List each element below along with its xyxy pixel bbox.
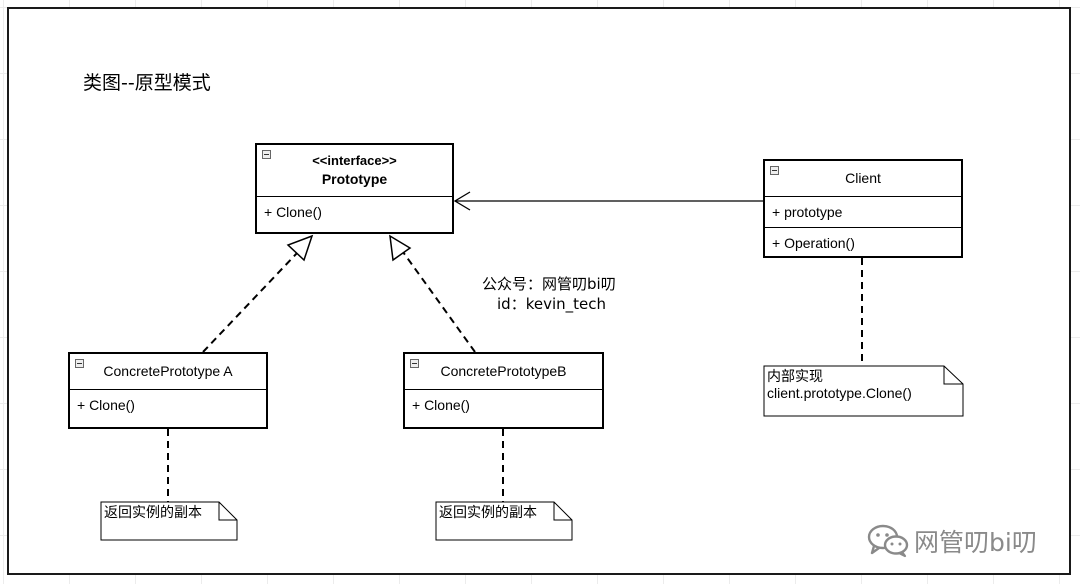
class-name: ConcretePrototype A (103, 363, 233, 379)
operation: + Clone() (264, 204, 322, 220)
credit-line-1: 公众号：网管叨bi叨 (482, 275, 616, 293)
note-line: 内部实现 (767, 369, 823, 385)
class-concrete-prototype-b[interactable]: ConcretePrototypeB + Clone() (403, 352, 604, 429)
attribute: + prototype (772, 204, 843, 220)
class-prototype[interactable]: <<interface>> Prototype + Clone() (255, 143, 454, 234)
association-arrowhead (453, 191, 471, 211)
diagram-frame (7, 7, 1071, 575)
diagram-title: 类图--原型模式 (83, 72, 211, 94)
class-name: Client (845, 170, 881, 186)
note-a: 返回实例的副本 (104, 505, 202, 521)
realization-arrowhead-b (389, 234, 412, 262)
interface-stereotype: <<interface>> (312, 153, 397, 168)
note-client: 内部实现 client.prototype.Clone() (767, 369, 912, 401)
note-shape-client (763, 365, 964, 417)
note-shape-b (435, 501, 573, 541)
class-name: Prototype (321, 171, 388, 187)
note-line: client.prototype.Clone() (767, 385, 912, 401)
collapse-icon[interactable] (262, 150, 271, 159)
collapse-icon[interactable] (770, 166, 779, 175)
operation: + Operation() (765, 227, 961, 258)
collapse-icon[interactable] (410, 359, 419, 368)
operation: + Clone() (412, 397, 470, 413)
class-concrete-prototype-a[interactable]: ConcretePrototype A + Clone() (68, 352, 268, 429)
realization-line-a (202, 251, 299, 353)
realization-line-b (402, 251, 476, 353)
realization-arrowhead-a (286, 234, 314, 262)
note-b: 返回实例的副本 (439, 505, 537, 521)
class-name: ConcretePrototypeB (440, 363, 567, 379)
collapse-icon[interactable] (75, 359, 84, 368)
note-shape-a (100, 501, 238, 541)
credit-line-2: id：kevin_tech (497, 295, 606, 313)
wechat-icon (867, 524, 909, 558)
watermark-text: 网管叨bi叨 (914, 528, 1037, 557)
class-client[interactable]: Client + prototype + Operation() (763, 159, 963, 258)
operation: + Clone() (77, 397, 135, 413)
